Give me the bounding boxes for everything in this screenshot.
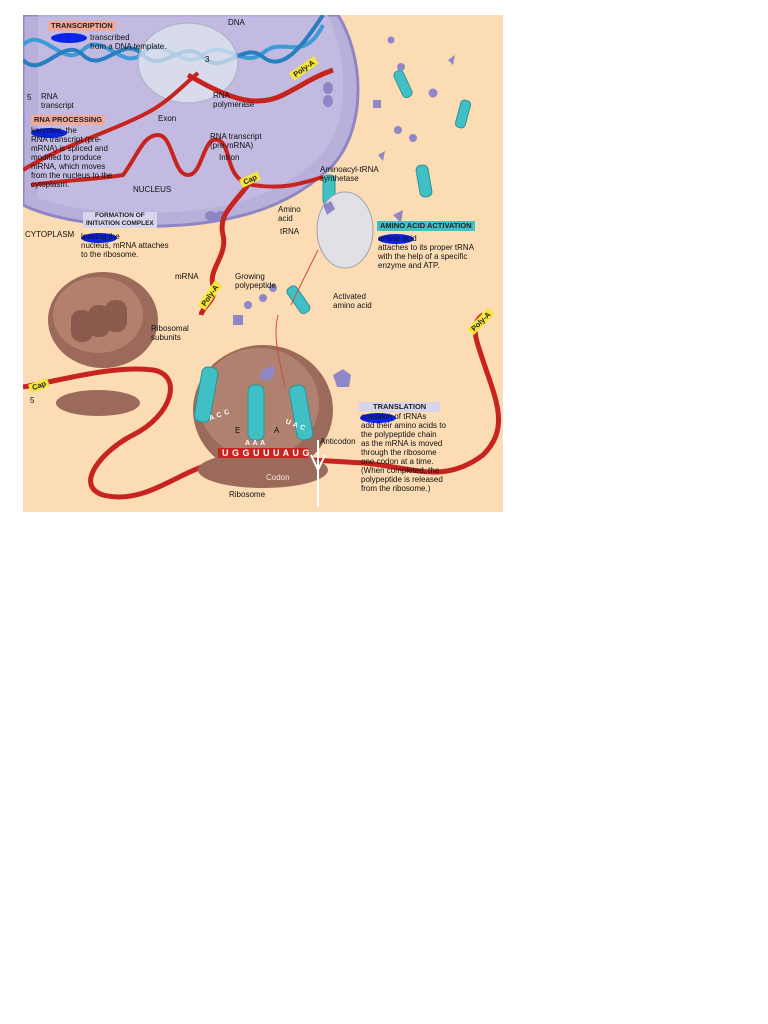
translation-description: ccession of tRNAs add their amino acids … (361, 412, 446, 493)
ribosome-label: Ribosome (229, 490, 266, 499)
anticodon-label: Anticodon (320, 437, 356, 446)
nucleus-label: NUCLEUS (133, 185, 172, 194)
trna-molecule (193, 70, 472, 441)
formation-header: FORMATION OF INITIATION COMPLEX (83, 212, 157, 228)
dna-label: DNA (228, 18, 245, 27)
anticodon-sequence: A A A (245, 440, 266, 447)
three-prime-label: 3 (205, 55, 210, 64)
cytoplasm-label: CYTOPLASM (25, 230, 75, 239)
pre-mrna-label: RNA transcript (pre-mRNA) (210, 132, 262, 150)
exon-label: Exon (158, 114, 177, 123)
redaction-mark (360, 413, 396, 423)
redaction-mark (51, 33, 87, 43)
formation-description: leaving the nucleus, mRNA attaches to th… (81, 232, 169, 259)
protein-synthesis-diagram: TRANSCRIPTION RNA PROCESSING FORMATION O… (23, 15, 503, 512)
redaction-mark (81, 233, 117, 243)
a-site-label: A (274, 426, 280, 435)
codon-label: Codon (266, 473, 290, 482)
amino-acid-activation-header: AMINO ACID ACTIVATION (377, 221, 475, 231)
rna-processing-description: karyotes, the RNA transcript (pre- mRNA)… (31, 126, 113, 189)
rna-processing-header: RNA PROCESSING (31, 115, 106, 125)
redaction-mark (31, 128, 67, 138)
rna-polymerase (137, 22, 239, 104)
amino-acid-label: Amino acid (278, 205, 301, 223)
redaction-mark (378, 234, 414, 244)
codon-sequence: U G G U U U A U G (222, 448, 310, 458)
rna-transcript-strand (23, 71, 200, 172)
five-prime-label: 5 (27, 93, 32, 102)
aminoacyl-trna-synthetase (316, 191, 374, 269)
transcription-description: transcribed from a DNA template. (90, 33, 167, 51)
translation-header: TRANSLATION (359, 402, 441, 412)
amino-acid-activation-description: amino acid attaches to its proper tRNA w… (378, 234, 475, 270)
growing-polypeptide-label: Growing polypeptide (235, 272, 276, 290)
amino-acid (233, 36, 455, 387)
intron-label: Intron (219, 153, 240, 162)
synthetase-label: Aminoacyl-tRNA synthetase (320, 165, 379, 183)
ribosomal-subunit-small (56, 390, 140, 416)
e-site-label: E (235, 426, 241, 435)
rna-polymerase-label: RNA polymerase (213, 91, 255, 109)
activated-amino-acid-label: Activated amino acid (333, 292, 372, 310)
trna-label: tRNA (280, 227, 300, 236)
mrna-label: mRNA (175, 272, 199, 281)
five-prime-label-bottom: 5 (30, 396, 35, 405)
ribosomal-subunits-label: Ribosomal subunits (151, 324, 189, 342)
transcription-header: TRANSCRIPTION (48, 21, 116, 31)
rna-transcript-label: RNA transcript (41, 92, 74, 110)
